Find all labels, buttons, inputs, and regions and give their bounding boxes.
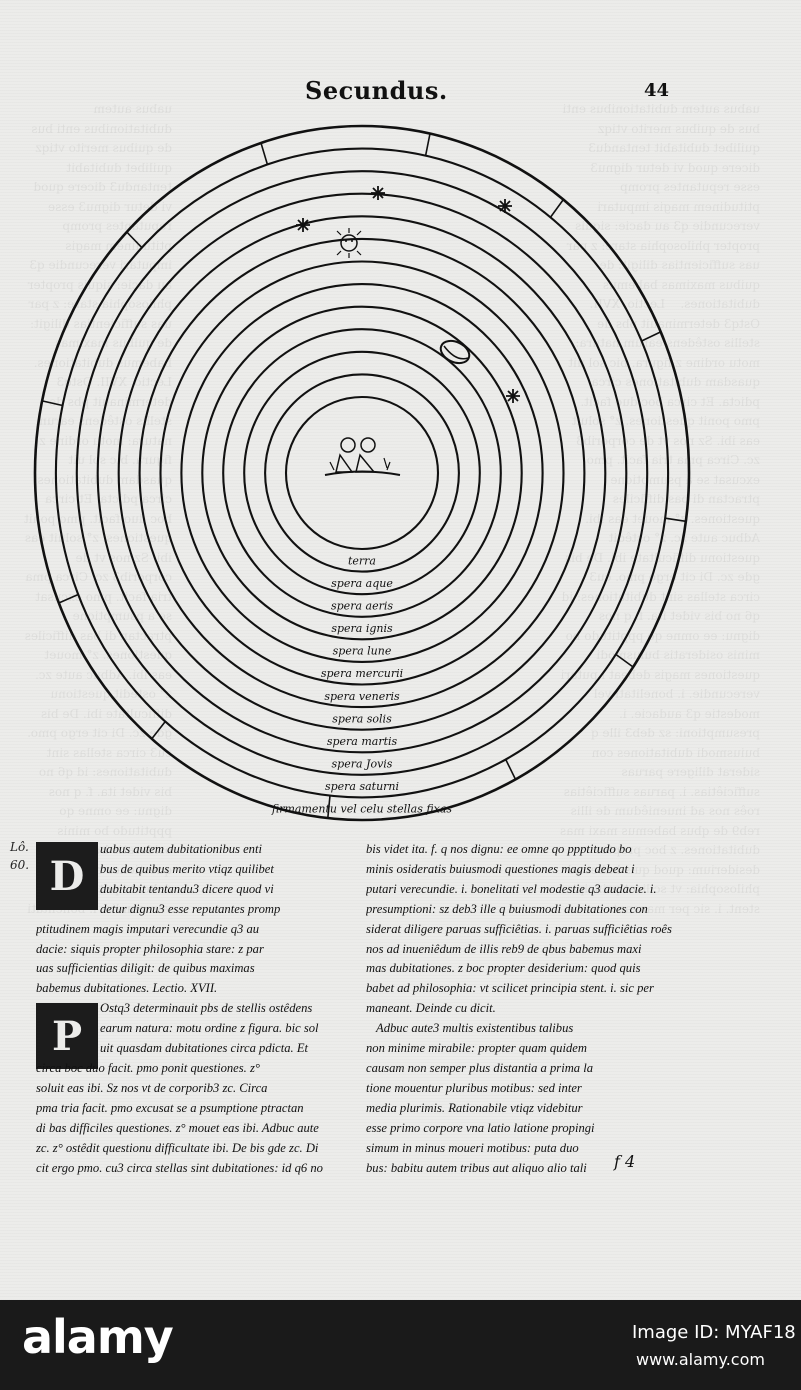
- text-line: pma tria facit. pmo excusat se a psumpti…: [36, 1100, 304, 1115]
- sphere-label: spera aeris: [331, 600, 393, 613]
- ring-divider: [424, 133, 431, 156]
- moon-crescent-icon: [439, 339, 471, 365]
- text-line: dacie: siquis propter philosophia stare:…: [36, 941, 264, 956]
- left-text-column: uabus autem dubitationibus enti bus de qu…: [36, 840, 354, 1178]
- text-line: uas sufficientias diligit: de quibus max…: [36, 961, 255, 976]
- running-title: Secundus.: [305, 76, 448, 105]
- sphere-label: spera lune: [333, 645, 392, 658]
- right-text-column: bis videt ita. f. q nos dignu: ee omne q…: [366, 840, 682, 1178]
- sphere-label: spera saturni: [325, 780, 399, 793]
- sphere-ring: [222, 328, 502, 618]
- ring-divider: [41, 400, 63, 407]
- ring-divider: [504, 759, 517, 780]
- ring-divider: [615, 653, 634, 668]
- text-line: cit ergo pmo. cu3 circa stellas sint dub…: [36, 1160, 323, 1175]
- decorated-initial: D: [36, 842, 98, 910]
- ring-divider: [664, 517, 686, 523]
- center-figures-icon: [324, 437, 401, 476]
- sphere-label: spera mercurii: [321, 667, 403, 680]
- margin-note: Lô. 60.: [10, 840, 30, 872]
- sun-face-icon: [336, 228, 362, 258]
- star-icon: [498, 199, 512, 213]
- ring-divider: [641, 331, 662, 342]
- text-line: zc. z° ostêdit questionu difficultate ib…: [36, 1140, 319, 1155]
- watermark-url: www.alamy.com: [636, 1350, 765, 1369]
- decorated-initial: P: [36, 1003, 98, 1069]
- text-line: non minime mirabile: propter quam quidem: [366, 1041, 587, 1056]
- ring-divider: [260, 142, 269, 165]
- signature-mark: f 4: [614, 1152, 636, 1171]
- sphere-ring: [117, 215, 607, 731]
- text-line: Adbuc aute3 multis existentibus talibus: [376, 1021, 574, 1036]
- sphere-label: spera ignis: [331, 622, 393, 635]
- star-icon: [296, 218, 310, 232]
- text-line: earum natura: motu ordine z figura. bic …: [100, 1021, 319, 1036]
- text-line: Ostq3 determinauit pbs de stellis ostêde…: [100, 1001, 313, 1016]
- text-line: mas dubitationes. z boc propter desideri…: [366, 961, 641, 976]
- text-line: detur dignu3 esse reputantes promp: [100, 901, 281, 916]
- watermark-bar: [0, 1300, 801, 1390]
- text-line: putari verecundie. i. bonelitati vel mod…: [366, 881, 657, 896]
- text-line: babemus dubitationes. Lectio. XVII.: [36, 981, 218, 996]
- sphere-ring: [284, 395, 440, 551]
- text-line: bus de quibus merito vtiqz quilibet: [100, 861, 274, 876]
- text-line: babet ad philosophia: vt scilicet princi…: [366, 981, 654, 996]
- sphere-ring: [54, 147, 670, 799]
- sphere-ring: [75, 170, 649, 776]
- sphere-label: spera solis: [332, 712, 392, 725]
- text-line: uit quasdam dubitationes circa pdicta. E…: [100, 1041, 309, 1056]
- sphere-label: spera veneris: [324, 690, 400, 703]
- text-line: tione mouentur pluribus motibus: sed int…: [366, 1080, 582, 1095]
- text-line: di bas difficiles questiones. z° mouet e…: [36, 1120, 319, 1135]
- ring-divider: [151, 721, 166, 740]
- sphere-label: spera aque: [331, 577, 393, 590]
- ring-divider: [58, 593, 79, 604]
- sphere-ring: [201, 305, 523, 641]
- sphere-ring: [243, 350, 481, 596]
- sphere-ring: [264, 373, 460, 573]
- sphere-ring: [138, 237, 586, 709]
- sphere-label: spera Jovis: [332, 758, 393, 771]
- geocentric-cosmos-diagram: terra spera aque spera aeris spera ignis spe…: [33, 124, 691, 822]
- star-icon: [371, 186, 385, 200]
- text-line: uabus autem dubitationibus enti: [100, 842, 262, 856]
- sphere-ring: [180, 283, 544, 663]
- text-line: media plurimis. Rationabile vtiqz videbi…: [366, 1100, 583, 1115]
- concentric-spheres: [33, 124, 691, 822]
- text-line: ptitudinem magis imputari verecundie q3 …: [36, 921, 260, 936]
- text-line: esse primo corpore vna latio latione pro…: [366, 1120, 595, 1135]
- text-line: circa boc duo facit. pmo ponit questione…: [36, 1060, 260, 1075]
- sphere-label: terra: [348, 554, 376, 567]
- text-line: minis osideratis buiusmodi questiones ma…: [366, 861, 635, 876]
- text-line: siderat diligere paruas sufficiêtias. i.…: [366, 921, 672, 936]
- text-line: dubitabit tentandu3 dicere quod vi: [100, 881, 274, 896]
- sphere-ring: [96, 192, 628, 754]
- book-page: uabus autem dubitationibus enti bus de q…: [0, 0, 801, 1300]
- sphere-label: firmamentu vel celu stellas fixas: [271, 803, 453, 816]
- watermark-logo: alamy: [22, 1310, 174, 1364]
- text-line: bis videt ita. f. q nos dignu: ee omne q…: [366, 842, 632, 856]
- ring-divider: [549, 199, 564, 218]
- sphere-ring: [159, 260, 565, 686]
- page-number: 44: [644, 80, 670, 101]
- ring-divider: [126, 231, 143, 249]
- outer-ring-dividers: [41, 133, 686, 819]
- ring-divider: [327, 795, 331, 819]
- sphere-label: spera martis: [327, 735, 398, 748]
- text-line: nos ad inueniêdum de illis reb9 de qbus …: [366, 941, 642, 956]
- text-line: bus: babitu autem tribus aut aliquo alio…: [366, 1160, 587, 1175]
- text-line: soluit eas ibi. Sz nos vt de corporib3 z…: [36, 1080, 268, 1095]
- sphere-ring: [33, 124, 691, 822]
- star-icon: [506, 389, 520, 403]
- sphere-labels: terra spera aque spera aeris spera ignis spe…: [271, 554, 453, 815]
- text-line: simum in minus moueri motibus: puta duo: [366, 1140, 579, 1155]
- text-line: maneant. Deinde cu dicit.: [366, 1001, 496, 1016]
- text-line: causam non semper plus distantia a prima…: [366, 1060, 594, 1075]
- watermark-image-id: Image ID: MYAF18: [632, 1322, 796, 1343]
- text-line: presumptioni: sz deb3 ille q buiusmodi d…: [366, 901, 648, 916]
